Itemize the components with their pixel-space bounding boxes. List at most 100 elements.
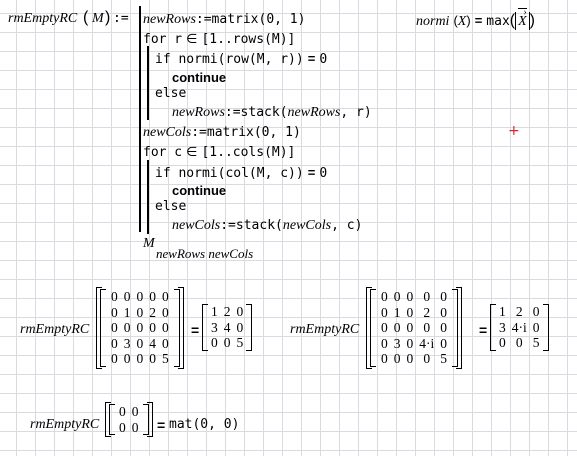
normi-name: normi <box>416 14 450 29</box>
zero: 0 <box>319 166 328 181</box>
var-newRows: newRows <box>172 105 225 120</box>
paren-open: ( <box>453 13 458 28</box>
matrix-cell: 0 <box>119 419 126 435</box>
matrix-cell: 5 <box>532 335 540 351</box>
matrix-cell: 0 <box>236 304 244 320</box>
matrix-cell: 3 <box>211 319 218 335</box>
program-line-6[interactable]: newRows:=stack(newRows, r) <box>172 103 372 121</box>
matrix-cell: 3 <box>499 319 506 335</box>
matrix-cell: 0 <box>223 335 231 351</box>
matrix-cell: 0 <box>149 289 156 305</box>
matrix-cell: 4 <box>149 335 156 351</box>
matrix-cell: 0 <box>406 289 414 305</box>
program-bar-for1 <box>147 46 149 120</box>
matrix-cell: 3 <box>393 335 401 351</box>
function-definition[interactable]: rmEmptyRC ( M ) := <box>8 8 408 260</box>
bool-equals: = <box>307 165 316 180</box>
program-bar-outer <box>139 6 141 232</box>
matrix-cell: 0 <box>440 304 447 320</box>
matrix-cell: 0 <box>162 289 169 305</box>
for-keyword: for r <box>143 32 183 47</box>
program-bar-for2 <box>147 160 149 234</box>
matrix-cell: 0 <box>515 335 523 351</box>
matrix-cell: 0 <box>381 304 388 320</box>
matrix-cell: 0 <box>123 351 131 367</box>
vector-var: X <box>518 14 527 29</box>
matrix-cell: 0 <box>136 289 144 305</box>
example3-equals: = <box>157 417 166 433</box>
var-newCols: newCols <box>282 218 332 233</box>
program-line-7[interactable]: newCols:=matrix(0, 1) <box>143 123 301 141</box>
matrix-cell: 2 <box>515 304 523 320</box>
function-name: rmEmptyRC <box>8 11 78 26</box>
matrix-cell: 0 <box>111 335 118 351</box>
matrix-cell: 0 <box>136 304 144 320</box>
program-line-8[interactable]: for c ∈ [1..cols(M)] <box>143 143 295 161</box>
example1-equals: = <box>191 322 200 338</box>
matrix-cell: 0 <box>532 304 540 320</box>
matrix-cell: 2 <box>423 304 431 320</box>
matrix-cell: 4 <box>223 319 231 335</box>
matrix-cell: 0 <box>149 351 156 367</box>
abs-vectorize: ›X <box>515 8 530 30</box>
function-paren-close: ) <box>105 9 111 26</box>
normi-definition[interactable]: normi (X) = max(›X) <box>416 8 535 30</box>
program-line-12[interactable]: newCols:=stack(newCols, c) <box>172 216 362 234</box>
matrix-cell: 4·i <box>419 335 435 351</box>
stack-arg: , c) <box>331 218 363 233</box>
matrix-cell: 0 <box>111 351 118 367</box>
matrix-cell: 2 <box>223 304 231 320</box>
var-newCols: newCols <box>143 125 192 140</box>
else-keyword: else <box>155 86 187 101</box>
var-newRows: newRows <box>287 105 341 120</box>
program-line-2[interactable]: for r ∈ [1..rows(M)] <box>143 30 295 48</box>
matrix-cell: 0 <box>381 320 388 336</box>
stack-call: :=stack( <box>220 218 283 233</box>
matrix-cell: 0 <box>406 320 414 336</box>
if-condition: if normi(row(M, r)) <box>155 52 304 67</box>
matrix-cell: 0 <box>381 335 388 351</box>
matrix-cell: 4·i <box>511 319 527 335</box>
return-subscript: newRows newCols <box>156 246 254 261</box>
matrix-cell: 1 <box>499 304 506 320</box>
matrix-cell: 1 <box>123 304 131 320</box>
paren-close: ) <box>529 12 535 29</box>
define-operator: := <box>113 11 129 26</box>
matrix-cell: 0 <box>111 304 118 320</box>
matrix-cell: 0 <box>393 351 401 367</box>
example2-fn-name: rmEmptyRC <box>290 322 360 337</box>
return-matrix: M <box>143 236 155 251</box>
paren-open: ( <box>509 12 516 29</box>
normi-param: X <box>457 14 467 29</box>
matrix-cell: 0 <box>119 404 126 420</box>
if-condition: if normi(col(M, c)) <box>155 166 304 181</box>
bool-equals: = <box>307 51 316 66</box>
bool-equals: = <box>474 13 483 28</box>
program-line-1[interactable]: newRows:=matrix(0, 1) <box>143 10 305 28</box>
assign-matrix: :=matrix(0, 1) <box>195 12 306 27</box>
matrix-cell: 0 <box>162 335 169 351</box>
function-paren-open: ( <box>83 9 89 26</box>
program-line-3[interactable]: if normi(row(M, r)) = 0 <box>155 50 327 68</box>
matrix-cell: 0 <box>423 351 431 367</box>
stack-call: :=stack( <box>224 105 288 120</box>
matrix-cell: 1 <box>393 304 401 320</box>
program-line-9[interactable]: if normi(col(M, c)) = 0 <box>155 164 327 182</box>
matrix-cell: 0 <box>440 320 447 336</box>
